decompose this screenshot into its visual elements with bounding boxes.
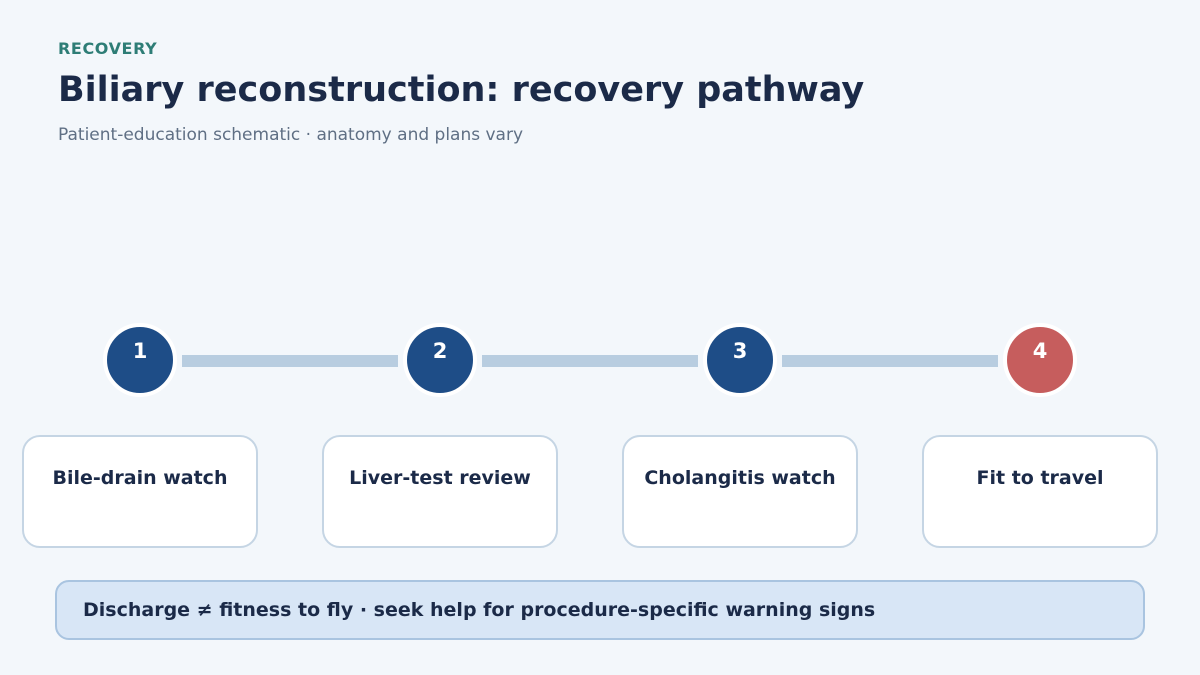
step-card-4: Fit to travel: [922, 435, 1158, 548]
step-node-4: 4: [1003, 323, 1077, 397]
step-card-label: Cholangitis watch: [644, 467, 836, 489]
connector-1-2: [182, 355, 398, 367]
step-card-1: Bile-drain watch: [22, 435, 258, 548]
step-node-1: 1: [103, 323, 177, 397]
step-card-label: Bile-drain watch: [52, 467, 228, 489]
step-node-2: 2: [403, 323, 477, 397]
warning-note: Discharge ≠ fitness to fly · seek help f…: [55, 580, 1145, 640]
connector-2-3: [482, 355, 698, 367]
warning-note-text: Discharge ≠ fitness to fly · seek help f…: [83, 599, 876, 621]
page-title: Biliary reconstruction: recovery pathway: [58, 70, 865, 110]
step-card-3: Cholangitis watch: [622, 435, 858, 548]
step-card-2: Liver-test review: [322, 435, 558, 548]
step-card-label: Fit to travel: [976, 467, 1104, 489]
step-card-label: Liver-test review: [349, 467, 531, 489]
page-subtitle: Patient-education schematic · anatomy an…: [58, 125, 524, 145]
step-node-3: 3: [703, 323, 777, 397]
connector-3-4: [782, 355, 998, 367]
eyebrow-label: RECOVERY: [58, 39, 158, 58]
